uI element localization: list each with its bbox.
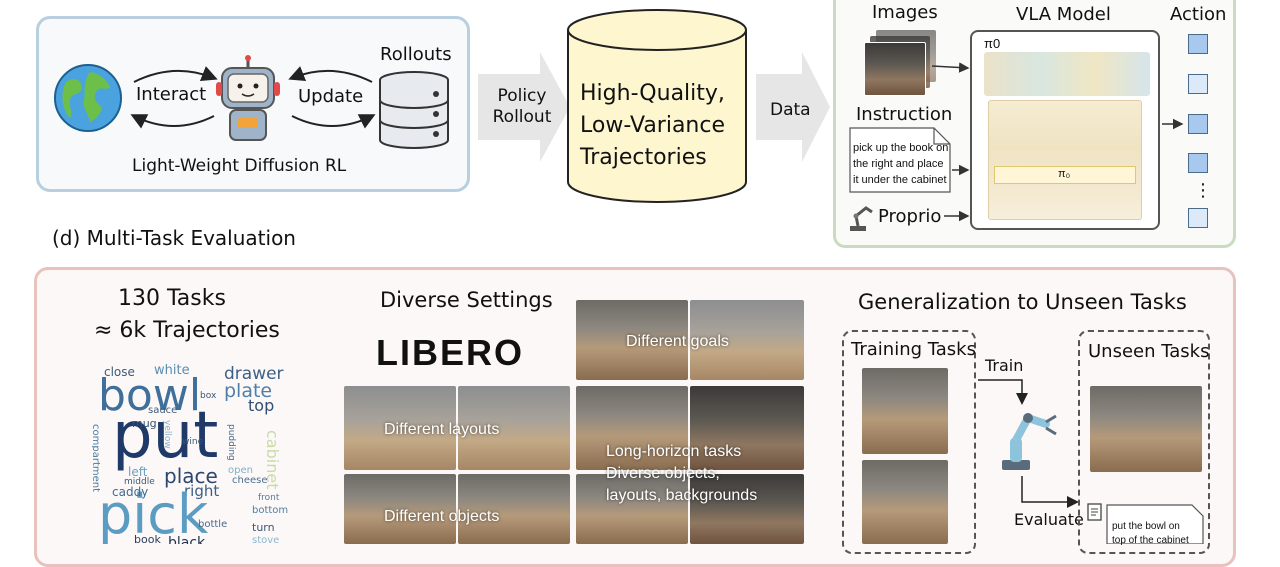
word-caddy: caddy	[112, 486, 148, 498]
trajectories-count: ≈ 6k Trajectories	[94, 318, 280, 343]
training-image	[862, 460, 948, 544]
output-arrow	[1160, 114, 1186, 134]
action-token	[1188, 74, 1208, 94]
word-stove: stove	[252, 536, 279, 544]
action-token	[1188, 114, 1208, 134]
unseen-tasks-label: Unseen Tasks	[1088, 341, 1209, 362]
unseen-image	[1090, 386, 1202, 472]
evaluate-label: Evaluate	[1014, 510, 1084, 529]
input-image-front	[864, 42, 926, 96]
images-label: Images	[872, 2, 938, 23]
robot-arm-icon	[994, 404, 1064, 474]
pi0-label: π0	[984, 36, 1000, 51]
interact-label: Interact	[136, 84, 206, 105]
train-label: Train	[985, 356, 1023, 375]
vla-model-label: VLA Model	[1016, 4, 1111, 25]
training-image	[862, 368, 948, 454]
word-bottom: bottom	[252, 506, 288, 516]
action-token	[1188, 153, 1208, 173]
word-book: book	[134, 534, 161, 544]
word-front: front	[258, 494, 279, 503]
globe-icon	[52, 62, 124, 134]
libero-logo: LIBERO	[376, 332, 524, 374]
layouts-label: Different layouts	[384, 421, 499, 439]
robot-arm-icon	[846, 202, 874, 232]
action-ellipsis: ⋮	[1194, 180, 1212, 201]
rollouts-label: Rollouts	[380, 44, 452, 65]
section-d-title: (d) Multi-Task Evaluation	[52, 226, 296, 250]
model-figure-main	[988, 100, 1142, 220]
diverse-settings-title: Diverse Settings	[380, 288, 553, 312]
pi0-small-label: π₀	[1058, 168, 1070, 180]
input-arrows	[930, 60, 976, 230]
word-top: top	[248, 398, 274, 414]
tasks-count: 130 Tasks	[118, 286, 226, 311]
goals-label: Different goals	[626, 333, 729, 351]
robot-icon	[210, 54, 286, 146]
model-figure-top	[984, 52, 1150, 96]
data-label: Data	[770, 100, 811, 120]
word-open: open	[228, 466, 253, 476]
word-box: box	[200, 392, 216, 401]
word-bottle: bottle	[198, 520, 227, 530]
rl-caption: Light-Weight Diffusion RL	[132, 156, 346, 176]
generalization-title: Generalization to Unseen Tasks	[858, 290, 1187, 314]
database-icon	[376, 70, 452, 150]
word-turn: turn	[252, 522, 275, 533]
word-mug: mug	[132, 418, 157, 429]
document-icon	[1086, 502, 1104, 522]
training-tasks-label: Training Tasks	[851, 339, 976, 360]
word-black: black	[168, 536, 205, 544]
word-pudding: pudding	[226, 424, 235, 461]
word-wine: wine	[182, 438, 203, 447]
word-yellow: yellow	[162, 420, 171, 449]
objects-label: Different objects	[384, 508, 499, 526]
word-cloud: close white drawer bowl plate top put pl…	[92, 360, 288, 544]
word-middle: middle	[124, 478, 155, 487]
update-label: Update	[298, 86, 363, 107]
action-label: Action	[1170, 4, 1226, 25]
word-cheese: cheese	[232, 476, 268, 486]
action-token	[1188, 34, 1208, 54]
word-sauce: sauce	[148, 406, 177, 416]
action-token	[1188, 208, 1208, 228]
word-compartment: compartment	[92, 424, 100, 492]
